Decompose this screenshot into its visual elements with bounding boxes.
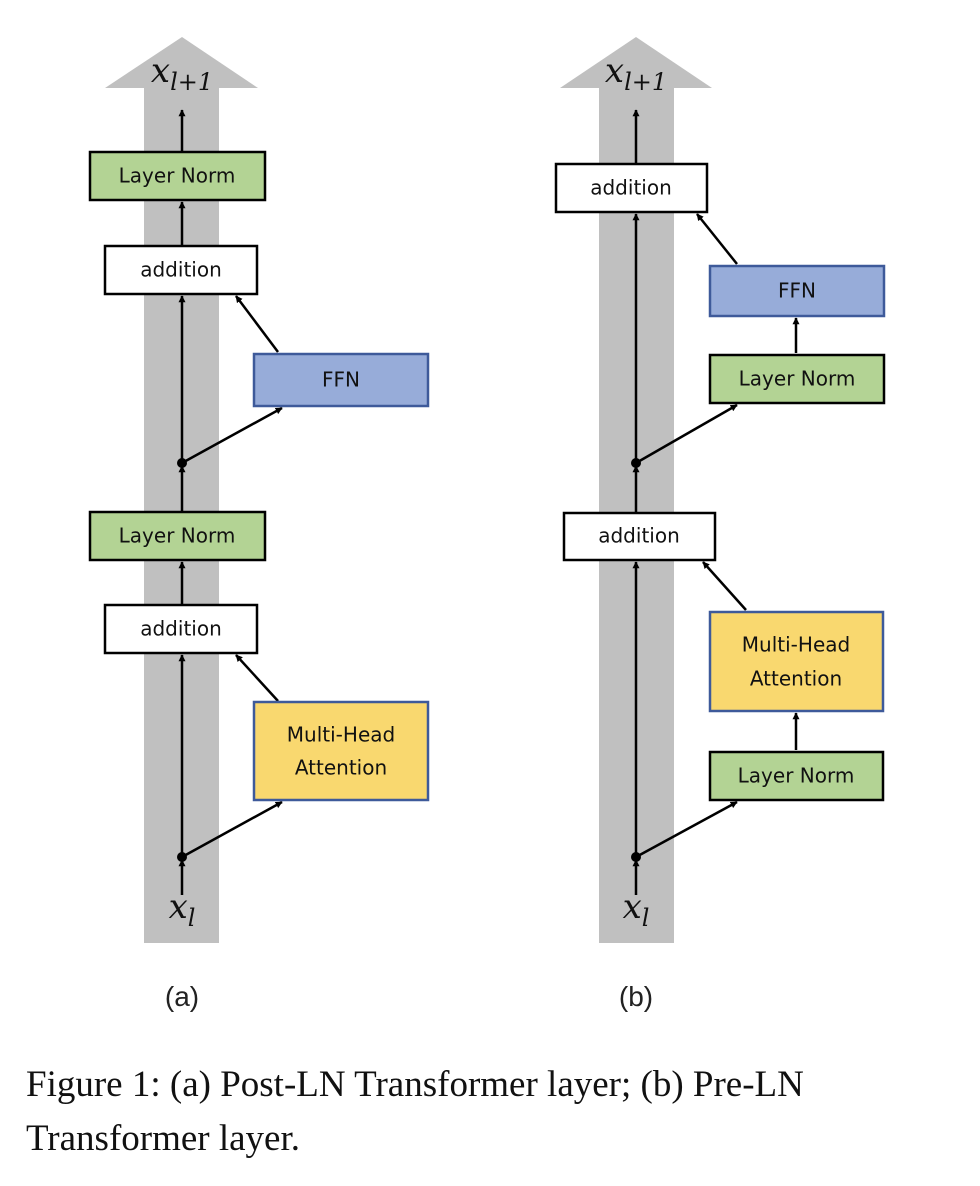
svg-text:Attention: Attention	[750, 667, 842, 691]
branch-dot	[177, 852, 187, 862]
svg-text:addition: addition	[140, 258, 222, 282]
svg-text:addition: addition	[590, 176, 672, 200]
figure-caption: Figure 1: (a) Post-LN Transformer layer;…	[26, 1064, 804, 1159]
svg-text:FFN: FFN	[778, 279, 816, 303]
input-symbol: xl	[623, 887, 650, 932]
panel-b: xl+1 xl addition FFN Layer Norm addition	[554, 37, 886, 1012]
svg-text:Layer Norm: Layer Norm	[119, 164, 236, 188]
addition-bottom-box: addition	[103, 603, 259, 655]
svg-text:Attention: Attention	[295, 756, 387, 780]
ffn-box: FFN	[708, 264, 886, 318]
attention-box: Multi-Head Attention	[252, 700, 430, 802]
layer-norm-ffn-box: Layer Norm	[708, 353, 886, 405]
layer-norm-mid-box: Layer Norm	[88, 510, 267, 562]
addition-top-box: addition	[554, 162, 709, 214]
arrow	[635, 800, 738, 859]
addition-top-box: addition	[103, 244, 259, 296]
svg-text:Layer Norm: Layer Norm	[738, 764, 855, 788]
input-symbol: xl	[169, 887, 196, 932]
svg-text:Multi-Head: Multi-Head	[742, 633, 850, 657]
svg-text:Layer Norm: Layer Norm	[739, 367, 856, 391]
svg-text:addition: addition	[140, 617, 222, 641]
output-symbol: xl+1	[605, 51, 667, 96]
arrow	[181, 800, 283, 859]
output-arrowhead	[560, 37, 712, 88]
layer-norm-top-box: Layer Norm	[88, 150, 267, 202]
arrow	[696, 213, 738, 265]
panel-a: xl+1 xl Layer Norm addition FFN Layer	[88, 37, 430, 1012]
output-symbol: xl+1	[151, 51, 213, 96]
branch-dot	[631, 852, 641, 862]
arrow	[181, 406, 283, 465]
svg-text:addition: addition	[598, 524, 680, 548]
arrow	[702, 561, 747, 611]
transformer-diagram: xl+1 xl Layer Norm addition FFN Layer	[88, 37, 886, 1012]
ffn-box: FFN	[252, 352, 430, 408]
svg-text:Multi-Head: Multi-Head	[287, 723, 395, 747]
svg-text:Layer Norm: Layer Norm	[119, 524, 236, 548]
output-arrowhead	[105, 37, 258, 88]
branch-dot	[631, 458, 641, 468]
arrow	[635, 403, 738, 465]
arrow	[235, 654, 279, 702]
layer-norm-attn-box: Layer Norm	[708, 750, 885, 802]
panel-a-label: (a)	[165, 981, 199, 1012]
panel-b-label: (b)	[619, 981, 653, 1012]
attention-box: Multi-Head Attention	[708, 610, 885, 713]
arrow	[235, 295, 279, 353]
addition-bottom-box: addition	[562, 511, 717, 562]
svg-text:FFN: FFN	[322, 368, 360, 392]
branch-dot	[177, 458, 187, 468]
